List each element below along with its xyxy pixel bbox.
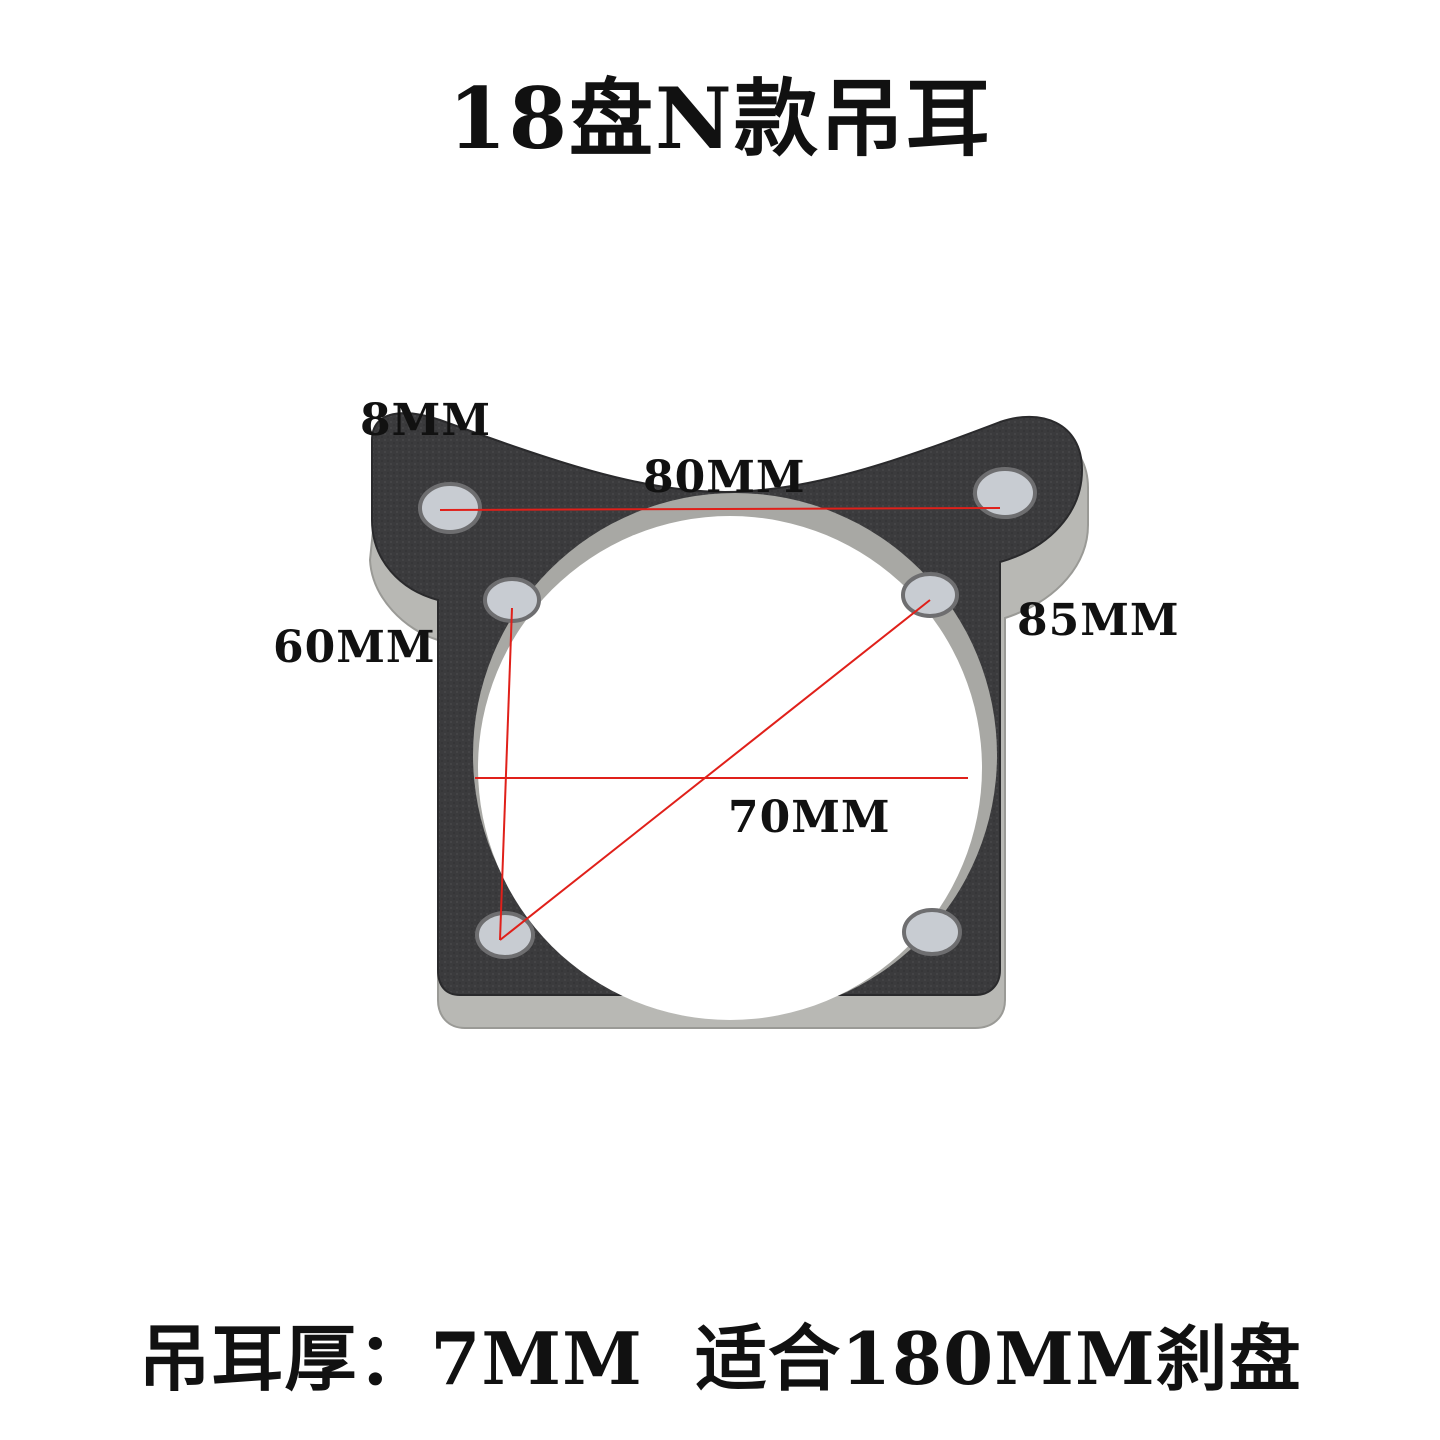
dim-top-span-label: 80MM xyxy=(643,452,806,503)
hole-inner-right xyxy=(901,572,959,618)
measure-line-80mm xyxy=(439,507,1001,511)
hole-bottom-right xyxy=(902,908,962,956)
measure-line-85mm xyxy=(499,599,931,941)
bore-hole xyxy=(478,516,982,1020)
dim-left-span-label: 60MM xyxy=(273,622,436,673)
dim-bore-label: 70MM xyxy=(728,792,891,843)
dim-diagonal-label: 85MM xyxy=(1017,595,1180,646)
measure-line-60mm xyxy=(499,607,513,941)
product-title: 18盘N款吊耳 xyxy=(448,69,992,168)
dim-hole-label: 8MM xyxy=(360,395,492,446)
spec-caption: 吊耳厚：7MM 适合180MM刹盘 xyxy=(138,1316,1302,1401)
hole-top-right xyxy=(973,467,1037,519)
hole-top-left xyxy=(418,482,482,534)
measure-lines xyxy=(439,507,1001,941)
